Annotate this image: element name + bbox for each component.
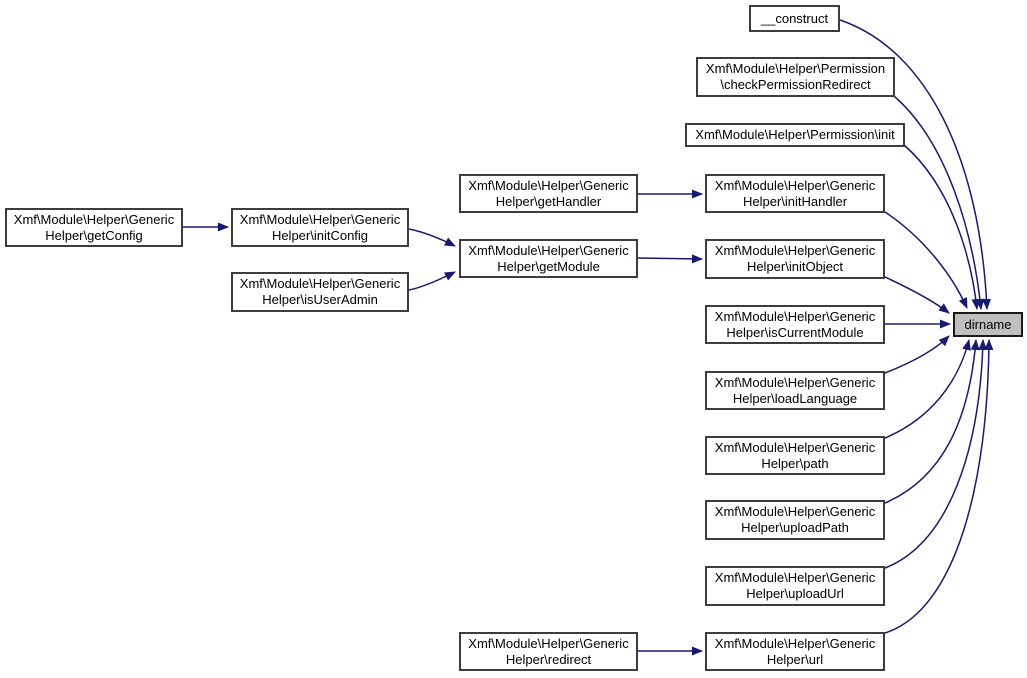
node-url[interactable]: Xmf\Module\Helper\Generic Helper\url — [705, 632, 885, 671]
node-initObject[interactable]: Xmf\Module\Helper\Generic Helper\initObj… — [705, 239, 885, 279]
node-construct[interactable]: __construct — [749, 5, 840, 32]
edge-initObject-to-dirname — [884, 276, 950, 314]
node-checkPermissionRedirect[interactable]: Xmf\Module\Helper\Permission \checkPermi… — [696, 57, 895, 97]
edge-initHandler-to-dirname — [884, 211, 968, 309]
node-isUserAdmin[interactable]: Xmf\Module\Helper\Generic Helper\isUserA… — [231, 272, 409, 312]
edge-getModule-to-initObject — [637, 254, 703, 264]
node-permissionInit[interactable]: Xmf\Module\Helper\Permission\init — [685, 123, 905, 147]
node-getHandler[interactable]: Xmf\Module\Helper\Generic Helper\getHand… — [459, 174, 638, 213]
node-isCurrentModule[interactable]: Xmf\Module\Helper\Generic Helper\isCurre… — [705, 305, 885, 344]
edge-loadLanguage-to-dirname — [884, 335, 950, 374]
edge-checkPermissionRedirect-to-dirname — [893, 95, 985, 310]
edge-initConfig-to-getModule — [408, 228, 456, 247]
node-uploadPath[interactable]: Xmf\Module\Helper\Generic Helper\uploadP… — [705, 500, 885, 540]
edge-uploadPath-to-dirname — [884, 339, 980, 504]
edge-url-to-dirname — [884, 339, 994, 634]
node-getConfig[interactable]: Xmf\Module\Helper\Generic Helper\getConf… — [5, 208, 183, 247]
node-getModule[interactable]: Xmf\Module\Helper\Generic Helper\getModu… — [459, 239, 638, 278]
edge-isUserAdmin-to-getModule — [408, 271, 456, 291]
node-dirname: dirname — [953, 312, 1023, 337]
node-redirect[interactable]: Xmf\Module\Helper\Generic Helper\redirec… — [459, 632, 638, 671]
node-path[interactable]: Xmf\Module\Helper\Generic Helper\path — [705, 436, 885, 475]
node-initHandler[interactable]: Xmf\Module\Helper\Generic Helper\initHan… — [705, 174, 885, 213]
node-initConfig[interactable]: Xmf\Module\Helper\Generic Helper\initCon… — [231, 208, 409, 247]
edge-permissionInit-to-dirname — [903, 144, 981, 310]
edge-uploadUrl-to-dirname — [884, 339, 988, 569]
node-uploadUrl[interactable]: Xmf\Module\Helper\Generic Helper\uploadU… — [705, 566, 885, 606]
node-loadLanguage[interactable]: Xmf\Module\Helper\Generic Helper\loadLan… — [705, 371, 885, 410]
edge-path-to-dirname — [884, 339, 971, 439]
